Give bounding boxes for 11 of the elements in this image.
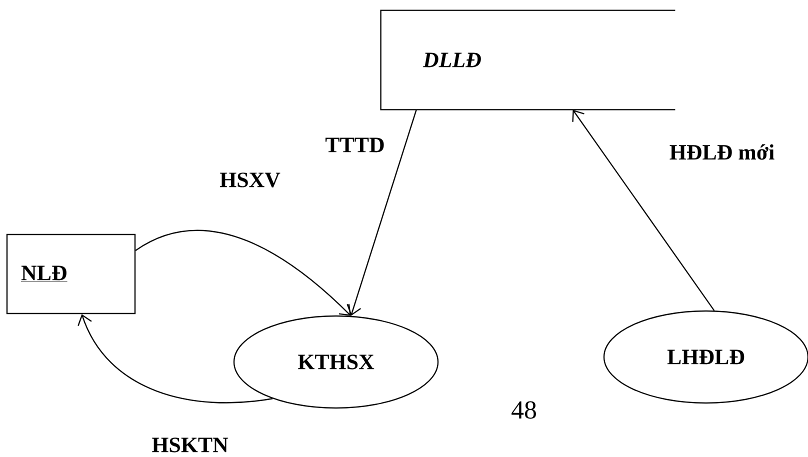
edge-label: HSXV bbox=[218, 172, 282, 188]
page-number: 48 bbox=[512, 401, 536, 419]
process-box: DLLĐ bbox=[380, 10, 676, 110]
arrow bbox=[572, 110, 715, 311]
arrow bbox=[135, 230, 351, 316]
arrow bbox=[346, 110, 417, 316]
edge-label: HSKTN bbox=[150, 436, 230, 454]
entity-box: NLĐ bbox=[6, 234, 136, 314]
edge-label: HĐLĐ mới bbox=[668, 143, 776, 161]
arrow bbox=[78, 314, 273, 404]
edge-label: TTTD bbox=[324, 136, 386, 154]
